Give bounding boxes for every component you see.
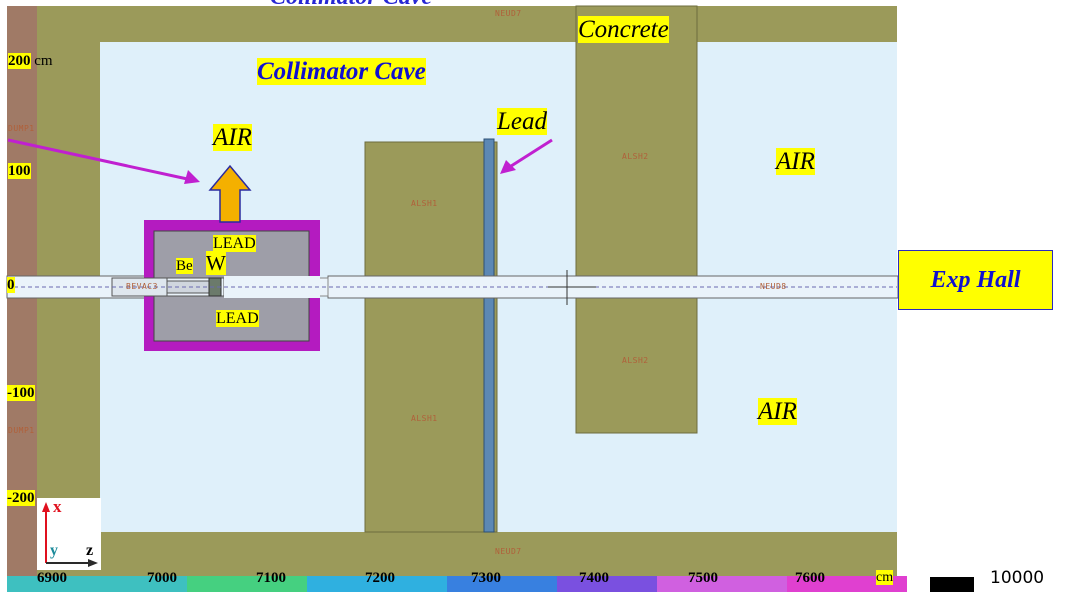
region-tag-alsh2-upper: ALSH2	[622, 152, 649, 161]
x-tick-7400: 7400	[579, 570, 609, 586]
axis-icon-y: y	[50, 542, 58, 559]
x-tick-7100: 7100	[256, 570, 286, 586]
label-air-right-bottom: AIR	[758, 398, 797, 425]
x-tick-7500: 7500	[688, 570, 718, 586]
x-axis-unit: cm	[876, 570, 894, 585]
label-concrete: Concrete	[578, 16, 669, 43]
region-tag-alsh1-upper: ALSH1	[411, 199, 438, 208]
concrete-block-alsh1	[364, 141, 498, 533]
label-w: W	[206, 251, 226, 275]
x-tick-7000: 7000	[147, 570, 177, 586]
air-flow-arrow	[208, 164, 252, 223]
pointer-arrow-lead	[507, 138, 553, 170]
region-tag-dump1-lower: DUMP1	[8, 426, 35, 435]
x-tick-7200: 7200	[365, 570, 395, 586]
y-tick-100: 100	[8, 163, 31, 179]
y-tick-200: 200 cm	[8, 53, 53, 69]
axis-icon-x: x	[53, 497, 62, 516]
region-tag-alsh1-lower: ALSH1	[411, 414, 438, 423]
region-tag-bevac3: BEVAC3	[126, 282, 158, 291]
region-tag-neud8: NEUD8	[760, 282, 787, 291]
y-tick-minus-100: -100	[7, 385, 35, 401]
label-lead-top: LEAD	[213, 235, 256, 252]
y-tick-0: 0	[7, 277, 15, 293]
region-tag-dump1-upper: DUMP1	[8, 124, 35, 133]
region-tag-neud7-bottom: NEUD7	[495, 547, 522, 556]
label-lead: Lead	[497, 108, 547, 135]
header-fragment: Collimator Cave	[270, 0, 432, 11]
region-tag-alsh2-lower: ALSH2	[622, 356, 649, 365]
lead-sheet	[483, 138, 495, 533]
colorbar-swatch	[930, 577, 974, 592]
axis-icon-z: z	[86, 542, 94, 559]
label-air-top-left: AIR	[213, 124, 252, 151]
concrete-block-alsh2	[575, 5, 698, 434]
label-be: Be	[176, 258, 193, 274]
x-tick-6900: 6900	[37, 570, 67, 586]
pointer-arrow-left	[7, 138, 193, 182]
x-tick-7600: 7600	[795, 570, 825, 586]
label-collimator-cave: Collimator Cave	[257, 58, 426, 85]
be-target	[166, 280, 210, 294]
region-tag-neud7-top: NEUD7	[495, 9, 522, 18]
y-tick-minus-200: -200	[7, 490, 35, 506]
exp-hall-box: Exp Hall	[898, 250, 1053, 310]
label-lead-bottom: LEAD	[216, 310, 259, 327]
colorbar-max-label: 10000	[990, 568, 1045, 588]
label-air-right-top: AIR	[776, 148, 815, 175]
x-tick-7300: 7300	[471, 570, 501, 586]
